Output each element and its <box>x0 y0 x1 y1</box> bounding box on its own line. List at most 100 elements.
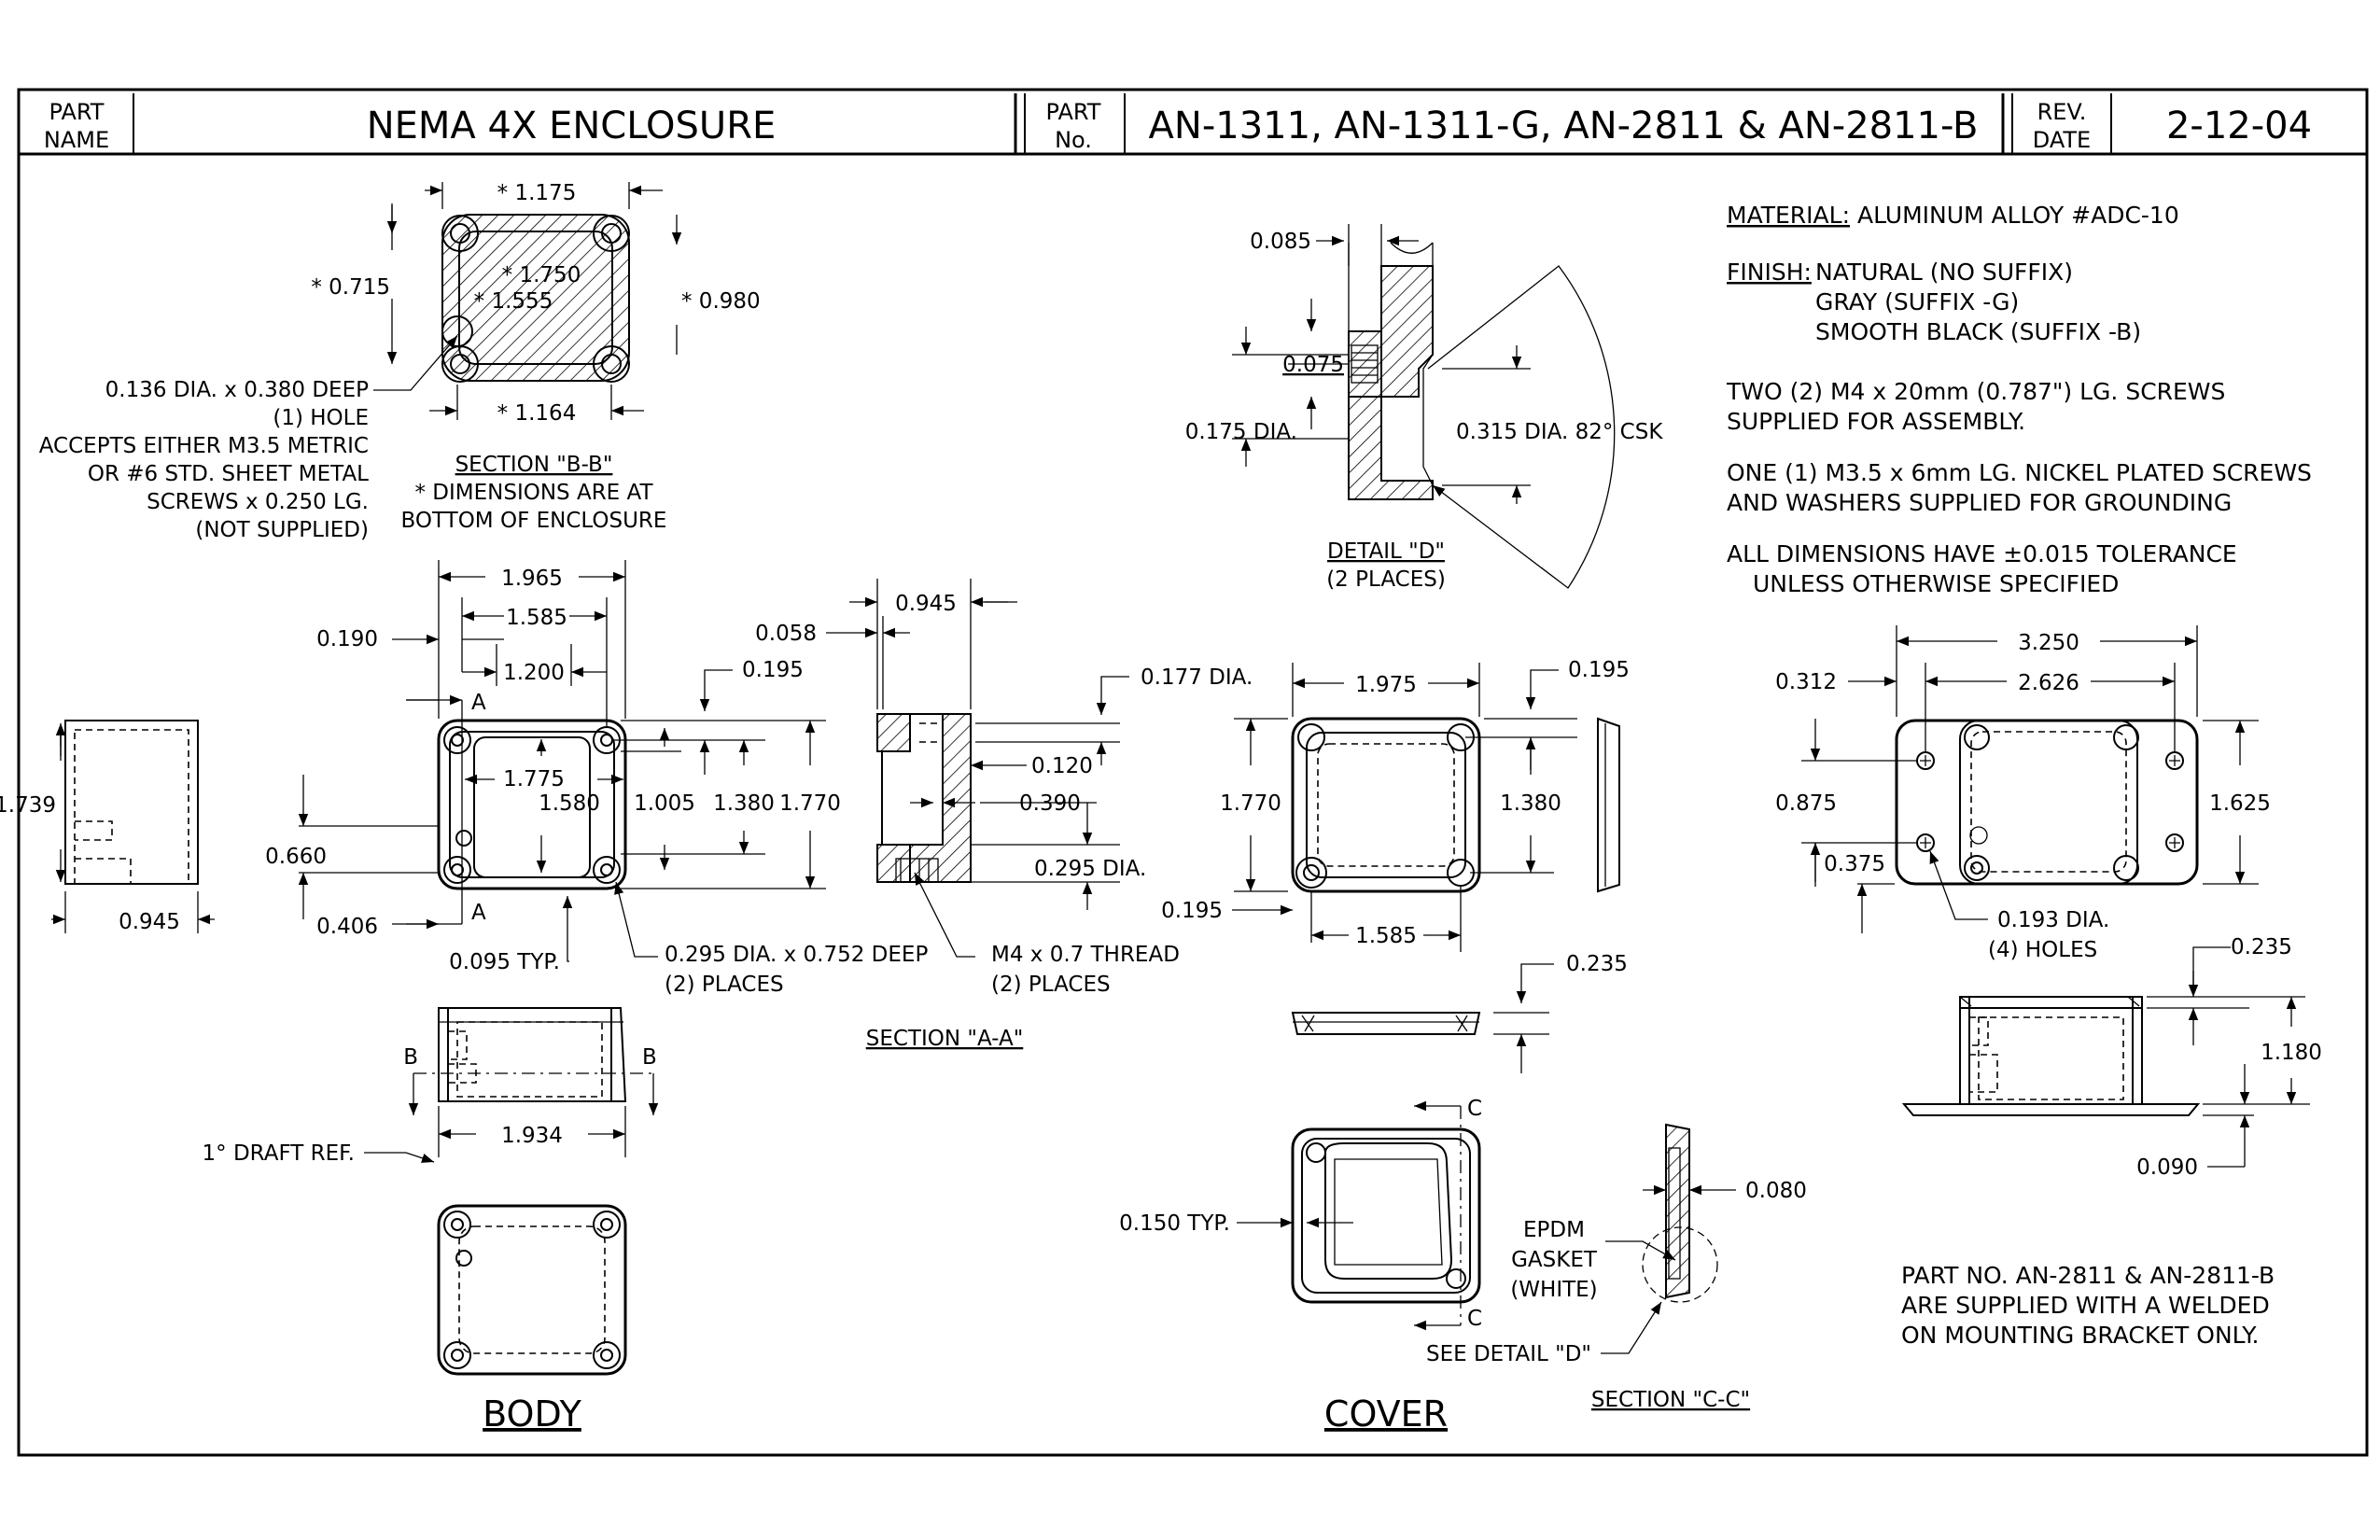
part-no-label-1: PART <box>1046 99 1101 125</box>
title-block: PART NAME NEMA 4X ENCLOSURE PART No. AN-… <box>17 88 2369 1457</box>
bracket-note-2: ARE SUPPLIED WITH A WELDED <box>1901 1292 2270 1319</box>
cover-dim-1380: 1.380 <box>1500 791 1561 816</box>
rev-date: 2-12-04 <box>2166 105 2312 147</box>
aa-title: SECTION "A-A" <box>866 1027 1024 1051</box>
see-detail-d: SEE DETAIL "D" <box>1426 1342 1591 1366</box>
bb-dim-0980: * 0.980 <box>681 289 761 314</box>
bracket-note-3: ON MOUNTING BRACKET ONLY. <box>1901 1322 2259 1349</box>
gasket-note-2: GASKET <box>1511 1248 1598 1272</box>
body-dim-0406: 0.406 <box>316 915 378 939</box>
body-outline <box>437 719 627 890</box>
body-dim-0190: 0.190 <box>316 627 378 651</box>
cover-dim-1770: 1.770 <box>1220 791 1281 816</box>
detail-d: 0.085 0.075 0.175 DIA. 0.315 DIA. 82° CS… <box>1185 224 1663 592</box>
screws-note-1: TWO (2) M4 x 20mm (0.787") LG. SCREWS <box>1726 378 2225 405</box>
cover-dim-0195-bottom: 0.195 <box>1161 899 1223 923</box>
bracket-dim-1625: 1.625 <box>2209 791 2271 816</box>
tolerance-note-1: ALL DIMENSIONS HAVE ±0.015 TOLERANCE <box>1727 540 2237 567</box>
body-dim-1005: 1.005 <box>634 791 695 816</box>
bracket-dim-1180: 1.180 <box>2261 1041 2322 1065</box>
bracket-dim-3250: 3.250 <box>2018 631 2079 655</box>
part-number: AN-1311, AN-1311-G, AN-2811 & AN-2811-B <box>1149 105 1979 147</box>
aa-dim-0177: 0.177 DIA. <box>1141 665 1253 690</box>
bb-hole-note-5: SCREWS x 0.250 LG. <box>147 490 369 514</box>
body-dim-1775: 1.775 <box>503 767 565 791</box>
material-value: ALUMINUM ALLOY #ADC-10 <box>1857 202 2179 229</box>
body-dim-1580: 1.580 <box>539 791 600 816</box>
part-no-label-2: No. <box>1055 127 1092 153</box>
finish-natural: NATURAL (NO SUFFIX) <box>1815 259 2073 286</box>
gasket-note-3: (WHITE) <box>1510 1278 1597 1302</box>
screws-note-2: SUPPLIED FOR ASSEMBLY. <box>1727 408 2025 435</box>
d-dim-0315: 0.315 DIA. 82° CSK <box>1456 420 1663 444</box>
aa-dim-0390: 0.390 <box>1019 791 1081 816</box>
body-end-view <box>64 720 199 885</box>
bb-hole-note-4: OR #6 STD. SHEET METAL <box>88 462 369 486</box>
drawing-border <box>17 88 2369 1457</box>
body-dim-1770: 1.770 <box>779 791 841 816</box>
body-hole-note-1: 0.295 DIA. x 0.752 DEEP <box>665 943 928 967</box>
cover-dim-1975: 1.975 <box>1355 673 1417 697</box>
part-name-label-1: PART <box>49 99 105 125</box>
mounting-hole <box>1916 751 1935 770</box>
side-dim-1739: 1.739 <box>0 793 56 818</box>
aa-dim-0945: 0.945 <box>895 592 957 616</box>
body-bottom-view: BODY <box>437 1204 627 1435</box>
cover-label: COVER <box>1324 1393 1448 1435</box>
bb-dim-1164: * 1.164 <box>497 401 577 426</box>
body-side-view: B B 1.934 1° DRAFT REF. <box>203 1007 659 1166</box>
section-mark-a-top: A <box>471 691 486 715</box>
finish-label: FINISH: <box>1727 259 1812 286</box>
part-name-label-2: NAME <box>44 127 109 153</box>
bracket-outline <box>1895 719 2199 886</box>
body-dim-0195: 0.195 <box>742 658 804 682</box>
finish-gray: GRAY (SUFFIX -G) <box>1815 288 2019 315</box>
section-aa: 0.945 0.058 0.177 DIA. 0.120 0.390 0.295… <box>755 579 1253 1051</box>
section-bb: * 1.175 * 1.750 * 1.555 * 0.715 * 0.980 … <box>39 181 761 542</box>
ground-note-1: ONE (1) M3.5 x 6mm LG. NICKEL PLATED SCR… <box>1727 459 2312 486</box>
ground-note-2: AND WASHERS SUPPLIED FOR GROUNDING <box>1727 489 2232 516</box>
tolerance-note-2: UNLESS OTHERWISE SPECIFIED <box>1753 570 2119 597</box>
d-title: DETAIL "D" <box>1327 539 1445 564</box>
bracket-note-1: PART NO. AN-2811 & AN-2811-B <box>1901 1262 2275 1289</box>
aa-dim-0058: 0.058 <box>755 622 817 646</box>
side-dim-0945: 0.945 <box>119 910 180 934</box>
section-mark-a-bottom: A <box>471 901 486 925</box>
body-label: BODY <box>483 1393 581 1435</box>
bb-hole-note-6: (NOT SUPPLIED) <box>195 518 369 542</box>
body-dim-0095: 0.095 TYP. <box>449 950 560 974</box>
bracket-hole-note-1: 0.193 DIA. <box>1997 908 2109 932</box>
cover-dim-0235: 0.235 <box>1566 952 1628 976</box>
part-name: NEMA 4X ENCLOSURE <box>367 105 777 147</box>
d-dim-0175: 0.175 DIA. <box>1185 420 1297 444</box>
section-bb-wall <box>441 214 630 382</box>
body-top-view: 1.739 0.945 A A 1.965 1.585 1.200 0. <box>0 560 928 997</box>
draft-note: 1° DRAFT REF. <box>203 1141 355 1166</box>
body-hole-note-2: (2) PLACES <box>665 973 784 997</box>
bb-dim-1175: * 1.175 <box>497 181 577 205</box>
d-subtitle: (2 PLACES) <box>1326 567 1446 592</box>
d-dim-0085: 0.085 <box>1250 230 1311 254</box>
aa-dim-0120: 0.120 <box>1031 754 1093 778</box>
bb-hole-note-2: (1) HOLE <box>273 406 369 430</box>
mounting-hole <box>2165 751 2184 770</box>
bracket-hole-note-2: (4) HOLES <box>1988 938 2097 962</box>
cover-bottom-view: C C 0.150 TYP. COVER <box>1119 1097 1482 1435</box>
section-mark-c-bottom: C <box>1467 1307 1482 1331</box>
bb-dim-1750: * 1.750 <box>502 263 581 287</box>
bracket-views: 3.250 2.626 0.312 0.875 0.375 1.625 0.19… <box>1775 625 2322 1180</box>
section-cc: 0.080 EPDM GASKET (WHITE) SEE DETAIL "D"… <box>1426 1123 1807 1412</box>
mounting-hole <box>1916 833 1935 852</box>
section-mark-b-right: B <box>642 1045 657 1070</box>
body-dim-1965: 1.965 <box>501 567 563 591</box>
body-dim-1200: 1.200 <box>503 661 565 685</box>
d-dim-0075: 0.075 <box>1282 353 1344 377</box>
aa-thread-note-1: M4 x 0.7 THREAD <box>991 943 1180 967</box>
bracket-dim-0875: 0.875 <box>1775 791 1837 816</box>
cover-dim-0150: 0.150 TYP. <box>1119 1211 1230 1236</box>
bb-footnote-1: * DIMENSIONS ARE AT <box>414 481 653 505</box>
bracket-dim-0235: 0.235 <box>2231 935 2292 959</box>
aa-thread-note-2: (2) PLACES <box>991 973 1111 997</box>
bracket-dim-0312: 0.312 <box>1775 670 1837 694</box>
